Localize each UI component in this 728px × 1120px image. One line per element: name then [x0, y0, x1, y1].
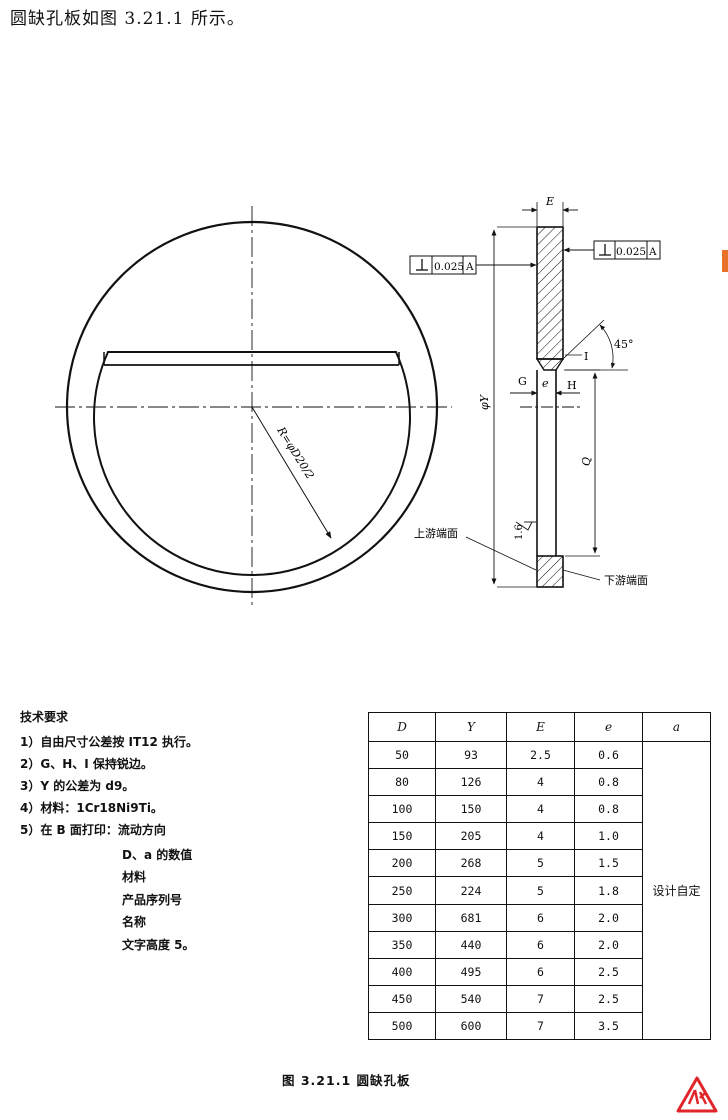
table-row: 80 126 4 0.8 [368, 768, 711, 797]
print-item: 文字高度 5。 [122, 938, 195, 952]
cell-D: 450 [368, 984, 436, 1013]
print-item: D、a 的数值 [122, 848, 193, 862]
cell-E: 7 [506, 1011, 575, 1041]
cell-Y: 93 [435, 740, 507, 770]
cell-E: 6 [506, 903, 575, 932]
cell-D: 200 [368, 849, 436, 878]
print-item: 产品序列号 [122, 893, 183, 907]
cell-D: 350 [368, 930, 436, 959]
cell-Y: 268 [435, 849, 507, 878]
cell-Y: 681 [435, 903, 507, 932]
cell-e: 2.0 [574, 903, 643, 932]
angle-label: 45° [614, 338, 634, 351]
publisher-logo [676, 1076, 718, 1113]
table-row: 500 600 7 3.5 [368, 1011, 711, 1041]
cell-D: 250 [368, 876, 436, 905]
tolerance-value: 0.025 [616, 246, 646, 258]
cell-D: 100 [368, 795, 436, 824]
header-E: E [506, 712, 575, 742]
cell-E: 5 [506, 849, 575, 878]
cell-e: 1.0 [574, 822, 643, 851]
datum-label: A [465, 261, 474, 273]
cell-Y: 600 [435, 1011, 507, 1041]
label-I: I [584, 350, 588, 363]
cell-D: 300 [368, 903, 436, 932]
dim-Q-label: Q [580, 457, 593, 466]
table-row: 300 681 6 2.0 [368, 903, 711, 932]
cell-E: 4 [506, 795, 575, 824]
cell-e: 2.5 [574, 984, 643, 1013]
table-row: 100 150 4 0.8 [368, 795, 711, 824]
cell-e: 1.5 [574, 849, 643, 878]
cell-E: 4 [506, 768, 575, 797]
cell-D: 500 [368, 1011, 436, 1041]
technical-drawing: R=φD20/2 E φY Q e G [55, 195, 661, 606]
cell-Y: 440 [435, 930, 507, 959]
cell-E: 4 [506, 822, 575, 851]
cell-E: 2.5 [506, 740, 575, 770]
cell-a: 设计自定 [642, 740, 711, 1041]
tolerance-value: 0.025 [434, 261, 464, 273]
cell-Y: 205 [435, 822, 507, 851]
print-item: 名称 [122, 915, 147, 929]
side-view: E φY Q e G H I 45° 1.6 上游端面 下游端面 [409, 195, 661, 588]
cell-e: 0.6 [574, 740, 643, 770]
dimension-table: D Y E e a 50 93 2.5 0.6 设计自定 80 126 4 0.… [368, 712, 711, 1041]
cell-E: 6 [506, 957, 575, 986]
cell-e: 2.0 [574, 930, 643, 959]
downstream-label: 下游端面 [604, 574, 648, 587]
datum-label: A [648, 246, 657, 258]
table-header-row: D Y E e a [368, 712, 711, 742]
header-Y: Y [435, 712, 507, 742]
front-view: R=φD20/2 [55, 206, 452, 606]
requirement-item: 1）自由尺寸公差按 IT12 执行。 [20, 735, 199, 749]
label-G: G [518, 375, 527, 388]
cell-D: 400 [368, 957, 436, 986]
cell-D: 150 [368, 822, 436, 851]
label-H: H [567, 379, 577, 392]
cell-e: 3.5 [574, 1011, 643, 1041]
dim-Y-label: φY [478, 393, 491, 410]
cell-Y: 495 [435, 957, 507, 986]
cell-E: 6 [506, 930, 575, 959]
radius-label: R=φD20/2 [274, 424, 317, 482]
cell-Y: 126 [435, 768, 507, 797]
cell-e: 2.5 [574, 957, 643, 986]
cell-e: 0.8 [574, 795, 643, 824]
header-a: a [642, 712, 711, 742]
dim-e-label: e [542, 377, 549, 390]
cell-Y: 150 [435, 795, 507, 824]
requirement-item: 2）G、H、I 保持锐边。 [20, 757, 153, 771]
header-e: e [574, 712, 643, 742]
tolerance-frame-left: 0.025 A [409, 255, 537, 275]
tolerance-frame-right: 0.025 A [563, 240, 661, 260]
intro-text: 圆缺孔板如图 3.21.1 所示。 [10, 9, 245, 29]
header-D: D [368, 712, 436, 742]
cell-Y: 540 [435, 984, 507, 1013]
requirement-item: 3）Y 的公差为 d9。 [20, 779, 135, 793]
table-row: 50 93 2.5 0.6 设计自定 [368, 740, 711, 1041]
figure-caption: 图 3.21.1 圆缺孔板 [282, 1073, 411, 1088]
table-row: 350 440 6 2.0 [368, 930, 711, 959]
cell-D: 80 [368, 768, 436, 797]
requirements-title: 技术要求 [20, 710, 69, 724]
cell-e: 0.8 [574, 768, 643, 797]
cell-E: 5 [506, 876, 575, 905]
roughness-value: 1.6 [514, 524, 525, 540]
cell-Y: 224 [435, 876, 507, 905]
requirement-item: 4）材料：1Cr18Ni9Ti。 [20, 801, 163, 815]
cell-D: 50 [368, 740, 436, 770]
page-edge-tab [722, 250, 728, 272]
cell-e: 1.8 [574, 876, 643, 905]
cell-E: 7 [506, 984, 575, 1013]
upstream-label: 上游端面 [414, 527, 458, 540]
table-row: 150 205 4 1.0 [368, 822, 711, 851]
requirement-item: 5）在 B 面打印：流动方向 [20, 823, 166, 837]
print-item: 材料 [122, 870, 147, 884]
dim-E-label: E [545, 195, 554, 208]
